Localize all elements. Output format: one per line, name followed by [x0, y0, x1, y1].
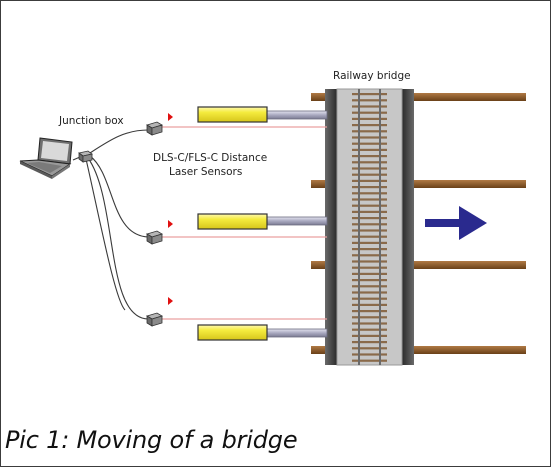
railway-tie	[352, 291, 387, 294]
laser-beams	[162, 126, 327, 320]
actuator-bottom	[197, 324, 328, 341]
railway-tie	[352, 117, 387, 120]
railway-tie	[352, 223, 387, 226]
railway-tie	[352, 254, 387, 257]
cable-bottom	[87, 157, 149, 320]
railway-tie	[352, 272, 387, 275]
railway-tie	[352, 241, 387, 244]
railway-tie	[352, 130, 387, 133]
railway-tie	[352, 328, 387, 331]
sensor-icon	[146, 113, 173, 136]
actuator-middle	[197, 213, 328, 230]
railway-tie	[352, 148, 387, 151]
railway-tie	[352, 266, 387, 269]
bridge-label: Railway bridge	[333, 70, 411, 82]
cable-bottom-2	[85, 158, 126, 311]
rail-right	[379, 89, 381, 365]
railway-tie	[352, 322, 387, 325]
railway-tie	[352, 260, 387, 263]
railway-tie	[352, 316, 387, 319]
railway-tie	[352, 105, 387, 108]
railway-tie	[352, 179, 387, 182]
cable-middle	[89, 155, 149, 238]
beam-2-left	[311, 180, 335, 188]
beam-1-right	[405, 93, 526, 101]
railway-tie	[352, 210, 387, 213]
railway-tie	[352, 353, 387, 356]
railway-tie	[352, 204, 387, 207]
cables	[72, 129, 149, 320]
railway-tie	[352, 186, 387, 189]
railway-tie	[352, 136, 387, 139]
beam-2-right	[405, 180, 526, 188]
rail-left	[358, 89, 360, 365]
actuator-top	[197, 106, 328, 123]
sensor-icon	[146, 297, 173, 327]
railway-tie	[352, 217, 387, 220]
railway-tie	[352, 347, 387, 350]
railway-bridge	[325, 88, 414, 366]
railway-tie	[352, 341, 387, 344]
beam-3-left	[311, 261, 335, 269]
railway-tie	[352, 173, 387, 176]
railway-tie	[352, 192, 387, 195]
cross-beams	[311, 93, 526, 354]
sensor-label-line2: Laser Sensors	[169, 166, 242, 178]
railway-tie	[352, 99, 387, 102]
beam-3-right	[405, 261, 526, 269]
figure-caption: Pic 1: Moving of a bridge	[5, 426, 298, 454]
railway-tie	[352, 111, 387, 114]
railway-tie	[352, 297, 387, 300]
railway-tie	[352, 124, 387, 127]
railway-tie	[352, 235, 387, 238]
railway-tie	[352, 279, 387, 282]
beam-4-left	[311, 346, 335, 354]
sensor-icon	[146, 220, 173, 245]
railway-tie	[352, 229, 387, 232]
direction-arrow-icon	[425, 206, 487, 240]
sensor-label-line1: DLS-C/FLS-C Distance	[153, 152, 267, 164]
cable-top	[89, 129, 149, 154]
railway-tie	[352, 198, 387, 201]
junction-box-icon	[78, 150, 93, 163]
railway-tie	[352, 310, 387, 313]
railway-tie	[352, 359, 387, 362]
railway-tie	[352, 93, 387, 96]
beam-1-left	[311, 93, 335, 101]
railway-tie	[352, 303, 387, 306]
junction-box-label: Junction box	[58, 115, 124, 127]
laptop-icon	[19, 137, 73, 179]
railway-tie	[352, 285, 387, 288]
railway-tie	[352, 248, 387, 251]
railway-tie	[352, 142, 387, 145]
railway-ties	[352, 93, 387, 362]
beam-4-right	[405, 346, 526, 354]
railway-tie	[352, 167, 387, 170]
railway-tie	[352, 334, 387, 337]
railway-tie	[352, 155, 387, 158]
railway-tie	[352, 161, 387, 164]
